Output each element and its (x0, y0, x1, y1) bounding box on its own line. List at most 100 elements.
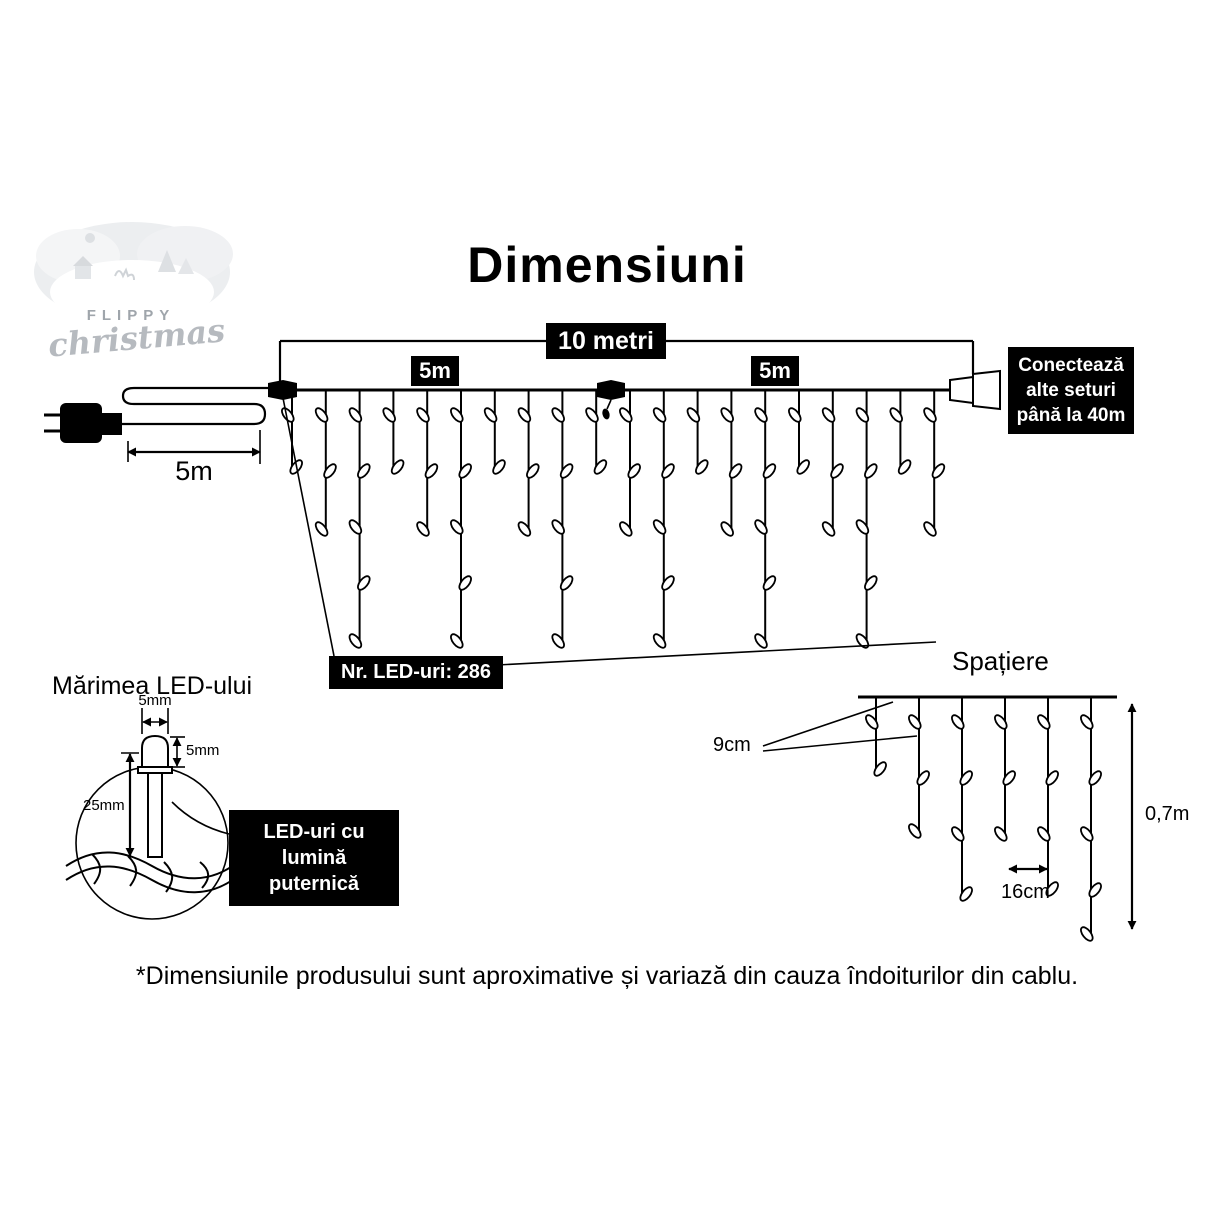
led-bulb (873, 761, 887, 777)
led-bulb (1080, 826, 1094, 842)
twisted-cable (65, 851, 239, 894)
connect-sets-badge: Conectează alte seturi până la 40m (1008, 347, 1134, 435)
led-bulb (652, 519, 667, 535)
led-info-badge: LED-uri cu lumină puternică (229, 810, 399, 906)
end-connector (949, 369, 1001, 411)
led-total-height-arrow (121, 752, 139, 857)
led-bulb (830, 463, 844, 479)
led-bulb (897, 459, 912, 475)
center-connector (597, 380, 625, 420)
led-bulb (1088, 882, 1102, 898)
led-cap-height-arrow (170, 736, 185, 768)
logo-text-flippy: FLIPPY (86, 307, 176, 324)
led-bulb (762, 463, 777, 479)
led-bulb (916, 770, 930, 786)
led-bulb (994, 714, 1008, 730)
led-bulb (865, 714, 879, 730)
led-bulb (1037, 714, 1051, 730)
led-bulb (923, 521, 937, 537)
led-bulb (889, 407, 903, 423)
lead-length-arrow (127, 430, 261, 464)
led-bulb (695, 459, 709, 475)
led-info-pointer-line (171, 801, 230, 835)
led-bulb (1080, 926, 1094, 942)
led-bulb (483, 407, 498, 423)
led-bulb (424, 463, 439, 479)
led-bulb (821, 521, 836, 537)
led-bulb (619, 521, 633, 537)
led-total-height-label: 25mm (83, 797, 125, 814)
led-bulb (314, 521, 329, 537)
brand-logo: FLIPPY christmas (20, 210, 242, 380)
led-bulb (754, 633, 768, 649)
led-bulb (1045, 770, 1059, 786)
led-bulb (855, 407, 870, 423)
led-bulb (382, 407, 396, 423)
led-bulb (652, 633, 667, 649)
led-count-badge: Nr. LED-uri: 286 (329, 656, 504, 689)
led-bulb-drawing (137, 734, 173, 858)
led-bulb (357, 575, 371, 591)
led-bulb (762, 575, 777, 591)
led-bulb (357, 463, 371, 479)
led-bulb (1037, 826, 1051, 842)
led-bulb (458, 463, 472, 479)
led-bulb (855, 633, 870, 649)
led-bulb (923, 407, 937, 423)
drop-height-label: 0,7m (1145, 803, 1190, 825)
led-bulb (450, 407, 464, 423)
led-bulb (348, 633, 363, 649)
bulb-gap-pointer-lines (762, 701, 918, 752)
logo-cloud-illustration (34, 222, 233, 324)
led-bulb (551, 519, 565, 535)
led-bulb (720, 521, 734, 537)
led-bulb (458, 575, 472, 591)
footnote: *Dimensiunile produsului sunt aproximati… (135, 962, 1079, 990)
total-length-badge: 10 metri (546, 323, 666, 359)
led-bulb (855, 519, 870, 535)
led-bulb (951, 826, 965, 842)
led-bulb (526, 463, 540, 479)
led-bulb (323, 463, 337, 479)
lead-cable (121, 386, 270, 426)
led-bulb (585, 407, 599, 423)
led-bulb (661, 463, 675, 479)
led-bulb (864, 463, 878, 479)
led-bulb (492, 459, 506, 475)
bulb-gap-label: 9cm (713, 734, 751, 756)
led-bulb (416, 521, 430, 537)
led-size-title: Mărimea LED-ului (52, 672, 253, 700)
led-bulb (348, 519, 363, 535)
led-bulb (959, 886, 973, 902)
led-bulb (931, 463, 946, 479)
led-bulb (416, 407, 430, 423)
led-bulb (754, 407, 768, 423)
led-bulb (686, 407, 701, 423)
led-bulb (559, 575, 574, 591)
left-half-badge: 5m (411, 356, 459, 386)
power-plug (44, 403, 122, 443)
icicle-curtain (281, 390, 946, 649)
led-bulb (627, 463, 641, 479)
led-bulb (951, 714, 965, 730)
led-cap-height-label: 5mm (186, 742, 220, 759)
led-bulb (661, 575, 675, 591)
led-bulb (1045, 881, 1059, 897)
led-bulb (593, 459, 608, 475)
left-connector (268, 380, 297, 400)
led-bulb (551, 407, 565, 423)
led-bulb (517, 407, 532, 423)
led-bulb (1080, 714, 1094, 730)
led-bulb (314, 407, 329, 423)
right-half-badge: 5m (751, 356, 799, 386)
led-bulb (994, 826, 1008, 842)
led-bulb (720, 407, 734, 423)
led-bulb (348, 407, 363, 423)
led-count-pointer-lines (282, 397, 937, 667)
led-bulb (559, 463, 574, 479)
led-bulb (959, 770, 973, 786)
spacing-title: Spațiere (952, 646, 1049, 676)
led-bulb (652, 407, 667, 423)
